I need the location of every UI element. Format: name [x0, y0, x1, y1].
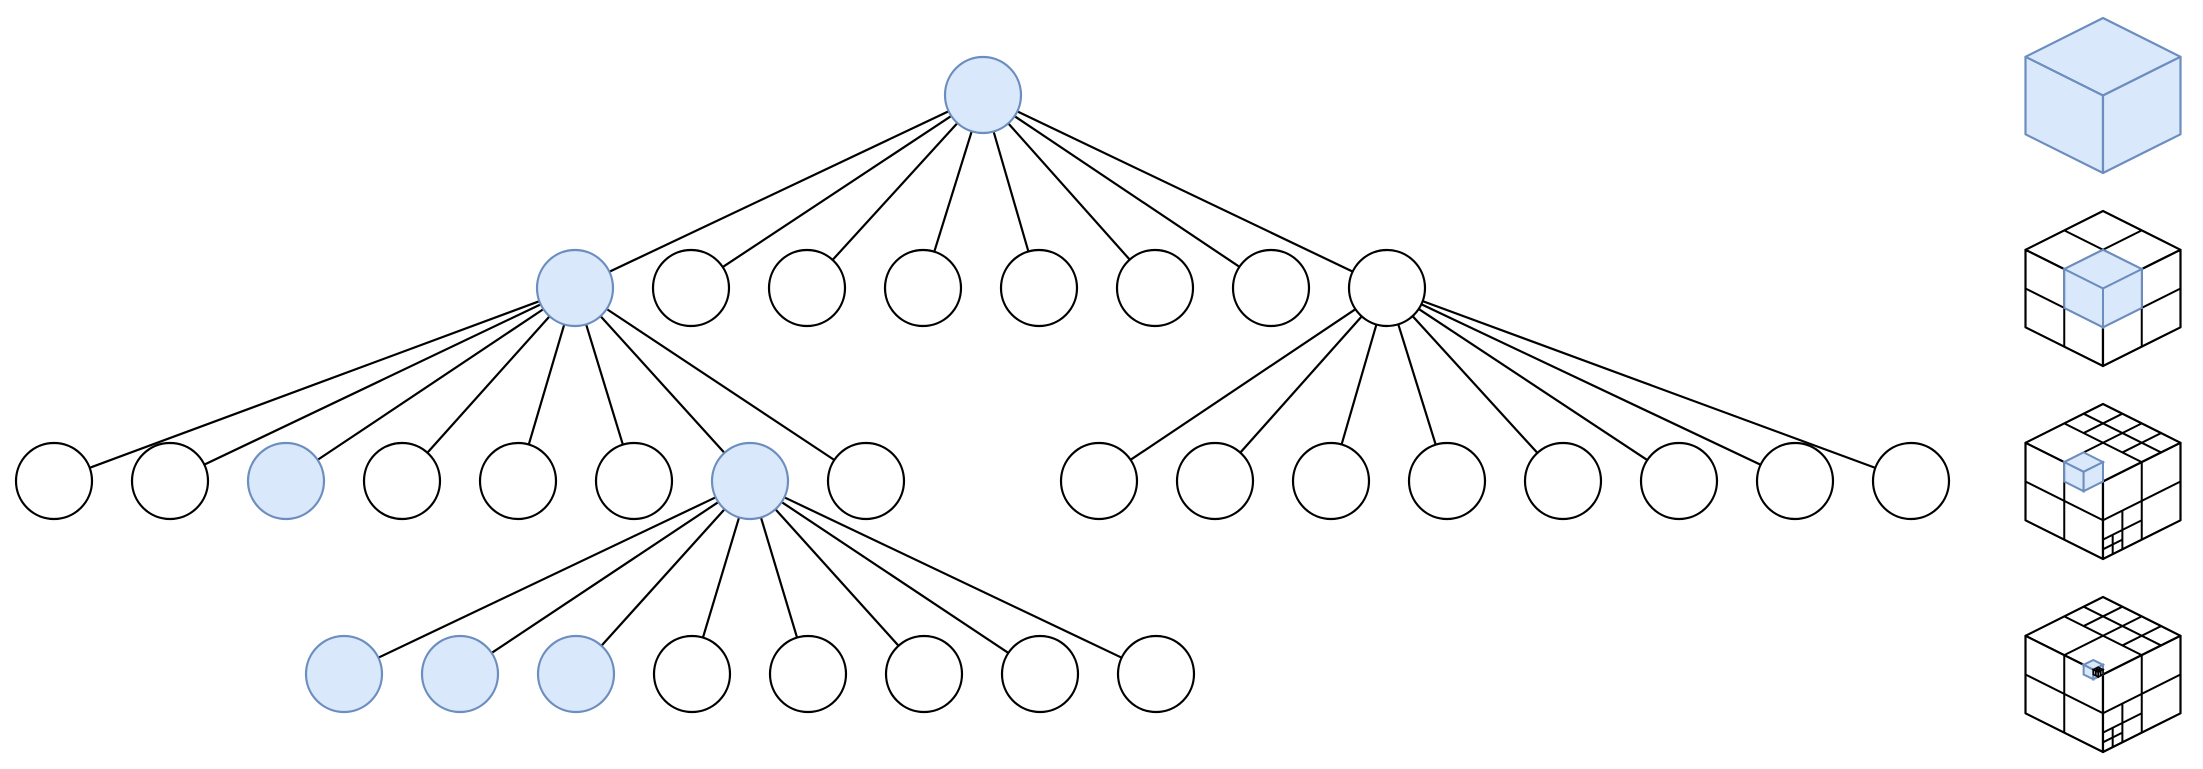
tree-nodes	[14, 55, 1951, 714]
tree-node	[768, 634, 848, 714]
tree-edge	[1397, 323, 1437, 446]
tree-edge	[722, 115, 952, 268]
tree-node	[1523, 441, 1603, 521]
tree-node	[826, 441, 906, 521]
cube-subdivision-line	[2121, 432, 2162, 454]
octree-cube-0	[2024, 16, 2182, 175]
tree-edge	[316, 308, 545, 461]
tree-node	[767, 248, 847, 328]
tree-node-highlighted	[536, 634, 616, 714]
tree-node	[1231, 248, 1311, 328]
tree-node	[1115, 248, 1195, 328]
octree-cube-1	[2024, 209, 2182, 368]
cube-subdivision-line	[2063, 615, 2143, 657]
tree-edge	[203, 303, 542, 466]
cube-subdivision-line	[2102, 519, 2143, 541]
tree-node-highlighted	[943, 55, 1023, 135]
highlighted-cell	[2102, 267, 2143, 329]
tree-edge	[585, 324, 624, 445]
tree-node-highlighted	[420, 634, 500, 714]
tree-node	[1347, 248, 1427, 328]
tree-node	[1871, 441, 1951, 521]
tree-node-highlighted	[304, 634, 384, 714]
tree-edge	[89, 300, 540, 469]
tree-edge	[606, 308, 835, 461]
tree-edge	[1418, 308, 1648, 461]
cube-subdivision-line	[2095, 667, 2102, 672]
cube-subdivision-line	[2102, 538, 2123, 551]
tree-edge	[933, 130, 973, 253]
tree-node	[1175, 441, 1255, 521]
tree-edge	[491, 501, 719, 654]
tree-edge	[1013, 115, 1241, 268]
cube-subdivision-line	[2063, 422, 2143, 464]
tree-edge	[1422, 300, 1876, 469]
tree-node	[884, 634, 964, 714]
tree-edge	[1129, 308, 1357, 461]
cube-subdivision-line	[2102, 673, 2181, 715]
tree-node	[1059, 441, 1139, 521]
tree-node	[1639, 441, 1719, 521]
tree-edge	[1016, 110, 1354, 273]
tree-node-highlighted	[246, 441, 326, 521]
tree-edge	[783, 496, 1123, 659]
tree-edge	[831, 122, 959, 261]
tree-node	[652, 634, 732, 714]
octree-cubes	[2024, 16, 2182, 754]
cube-subdivision-line	[2102, 480, 2181, 522]
tree-node	[1407, 441, 1487, 521]
tree-edge	[701, 517, 741, 638]
cube-subdivision-line	[2102, 712, 2143, 734]
tree-edge	[600, 508, 726, 647]
tree-edge	[1411, 315, 1539, 454]
octree-cube-3	[2024, 595, 2182, 754]
tree-node	[1755, 441, 1835, 521]
tree-edge	[1420, 303, 1762, 466]
cube-subdivision-line	[2025, 673, 2104, 715]
tree-node	[999, 248, 1079, 328]
tree-edge	[1340, 324, 1378, 445]
tree-edge	[781, 501, 1009, 654]
tree-edge	[527, 324, 566, 445]
tree-node-highlighted	[535, 248, 615, 328]
cube-subdivision-line	[2083, 605, 2123, 627]
tree-node	[1000, 634, 1080, 714]
tree-edge	[1239, 315, 1363, 454]
tree-edge	[608, 110, 950, 273]
tree-node	[1291, 441, 1371, 521]
cube-subdivision-line	[2083, 412, 2123, 434]
tree-node-highlighted	[710, 441, 790, 521]
tree-edges	[89, 110, 1876, 659]
tree-node	[594, 441, 674, 521]
cube-face	[2101, 55, 2182, 175]
highlighted-cell	[2082, 460, 2104, 493]
tree-node	[883, 248, 963, 328]
tree-edge	[992, 131, 1030, 252]
tree-node	[478, 441, 558, 521]
tree-node	[130, 441, 210, 521]
tree-edge	[426, 315, 551, 454]
tree-edge	[759, 517, 799, 638]
tree-edge	[774, 508, 900, 647]
cube-subdivision-line	[2102, 731, 2123, 744]
tree-node	[651, 248, 731, 328]
octree-cube-2	[2024, 402, 2182, 561]
tree-edge	[377, 496, 717, 659]
tree-node	[1116, 634, 1196, 714]
cube-subdivision-line	[2121, 625, 2162, 647]
tree-node	[14, 441, 94, 521]
cube-subdivision-line	[2025, 480, 2104, 522]
tree-node	[362, 441, 442, 521]
tree-edge	[599, 315, 726, 454]
tree-edge	[1007, 122, 1131, 261]
